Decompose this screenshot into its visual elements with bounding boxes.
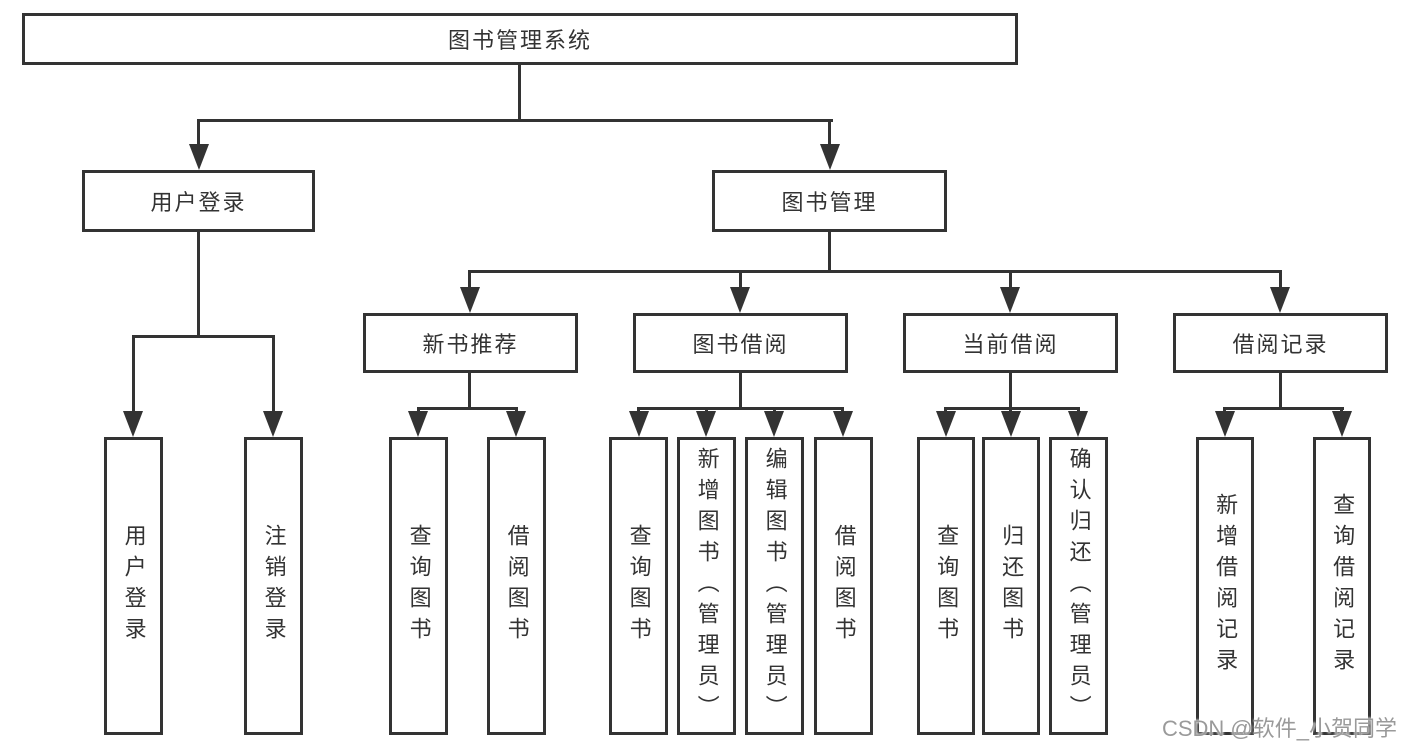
connector-new-book-stem <box>468 373 471 407</box>
leaf-nb-query-book-label: 查询图书 <box>406 524 432 648</box>
leaf-bb-edit-book-admin-label: 编辑图书（管理员） <box>762 446 788 726</box>
leaf-br-query-record-label: 查询借阅记录 <box>1330 493 1356 679</box>
connector-current-borrow-hline <box>944 407 1080 410</box>
leaf-cb-query-book-label: 查询图书 <box>934 524 960 648</box>
arrowhead-br-query <box>1332 411 1352 437</box>
arrowhead-nb-query <box>408 411 428 437</box>
leaf-user-login: 用户登录 <box>104 437 163 735</box>
arrowhead-user-login <box>189 144 209 170</box>
arrowhead-bb-borrow <box>833 411 853 437</box>
connector-borrow-record-stem <box>1279 373 1282 407</box>
leaf-cb-query-book: 查询图书 <box>917 437 975 735</box>
arrowhead-bb-edit <box>764 411 784 437</box>
arrowhead-nb-borrow <box>506 411 526 437</box>
arrowhead-cb-confirm <box>1068 411 1088 437</box>
connector-level2-hline <box>197 119 833 122</box>
connector-book-mgmt-stem <box>828 232 831 270</box>
connector-drop-user-login <box>197 119 200 149</box>
csdn-watermark: CSDN @软件_小贺同学 <box>1161 716 1397 741</box>
node-book-borrow: 图书借阅 <box>633 313 848 373</box>
leaf-nb-borrow-book-label: 借阅图书 <box>504 524 530 648</box>
arrowhead-book-borrow <box>730 287 750 313</box>
connector-user-login-hline <box>132 335 275 338</box>
arrowhead-cb-query <box>936 411 956 437</box>
node-new-book-rec: 新书推荐 <box>363 313 578 373</box>
leaf-cb-confirm-return-admin-label: 确认归还（管理员） <box>1066 446 1092 726</box>
leaf-bb-borrow-book: 借阅图书 <box>814 437 873 735</box>
node-borrow-record: 借阅记录 <box>1173 313 1388 373</box>
node-book-mgmt: 图书管理 <box>712 170 947 232</box>
node-root: 图书管理系统 <box>22 13 1018 65</box>
leaf-bb-query-book-label: 查询图书 <box>626 524 652 648</box>
arrowhead-new-book <box>460 287 480 313</box>
connector-drop-leaf-logout <box>272 335 275 413</box>
leaf-user-login-label: 用户登录 <box>121 524 147 648</box>
connector-book-borrow-hline <box>637 407 844 410</box>
node-user-login: 用户登录 <box>82 170 315 232</box>
leaf-logout-label: 注销登录 <box>261 524 287 648</box>
connector-level3-hline <box>468 270 1281 273</box>
connector-drop-current-borrow <box>1009 270 1012 290</box>
leaf-nb-borrow-book: 借阅图书 <box>487 437 546 735</box>
arrowhead-current-borrow <box>1000 287 1020 313</box>
arrowhead-borrow-record <box>1270 287 1290 313</box>
arrowhead-leaf-logout <box>263 411 283 437</box>
connector-drop-book-mgmt <box>828 119 831 149</box>
connector-user-login-stem <box>197 232 200 335</box>
connector-drop-borrow-record <box>1279 270 1282 290</box>
leaf-bb-add-book-admin: 新增图书（管理员） <box>677 437 736 735</box>
connector-drop-book-borrow <box>739 270 742 290</box>
leaf-bb-edit-book-admin: 编辑图书（管理员） <box>745 437 804 735</box>
leaf-cb-return-book: 归还图书 <box>982 437 1040 735</box>
leaf-br-add-record: 新增借阅记录 <box>1196 437 1254 735</box>
arrowhead-cb-return <box>1001 411 1021 437</box>
leaf-bb-borrow-book-label: 借阅图书 <box>831 524 857 648</box>
connector-borrow-record-hline <box>1223 407 1344 410</box>
connector-book-borrow-stem <box>739 373 742 407</box>
arrowhead-book-mgmt <box>820 144 840 170</box>
leaf-cb-confirm-return-admin: 确认归还（管理员） <box>1049 437 1108 735</box>
leaf-br-add-record-label: 新增借阅记录 <box>1213 493 1239 679</box>
connector-new-book-hline <box>417 407 518 410</box>
arrowhead-leaf-login <box>123 411 143 437</box>
connector-root-stem <box>518 65 521 121</box>
arrowhead-br-add <box>1215 411 1235 437</box>
leaf-br-query-record: 查询借阅记录 <box>1313 437 1371 735</box>
arrowhead-bb-query <box>629 411 649 437</box>
arrowhead-bb-add <box>696 411 716 437</box>
leaf-logout: 注销登录 <box>244 437 303 735</box>
leaf-nb-query-book: 查询图书 <box>389 437 448 735</box>
leaf-bb-add-book-admin-label: 新增图书（管理员） <box>694 446 720 726</box>
node-current-borrow: 当前借阅 <box>903 313 1118 373</box>
leaf-cb-return-book-label: 归还图书 <box>999 524 1025 648</box>
leaf-bb-query-book: 查询图书 <box>609 437 668 735</box>
connector-drop-new-book <box>468 270 471 290</box>
connector-drop-leaf-login <box>132 335 135 413</box>
connector-current-borrow-stem <box>1009 373 1012 407</box>
